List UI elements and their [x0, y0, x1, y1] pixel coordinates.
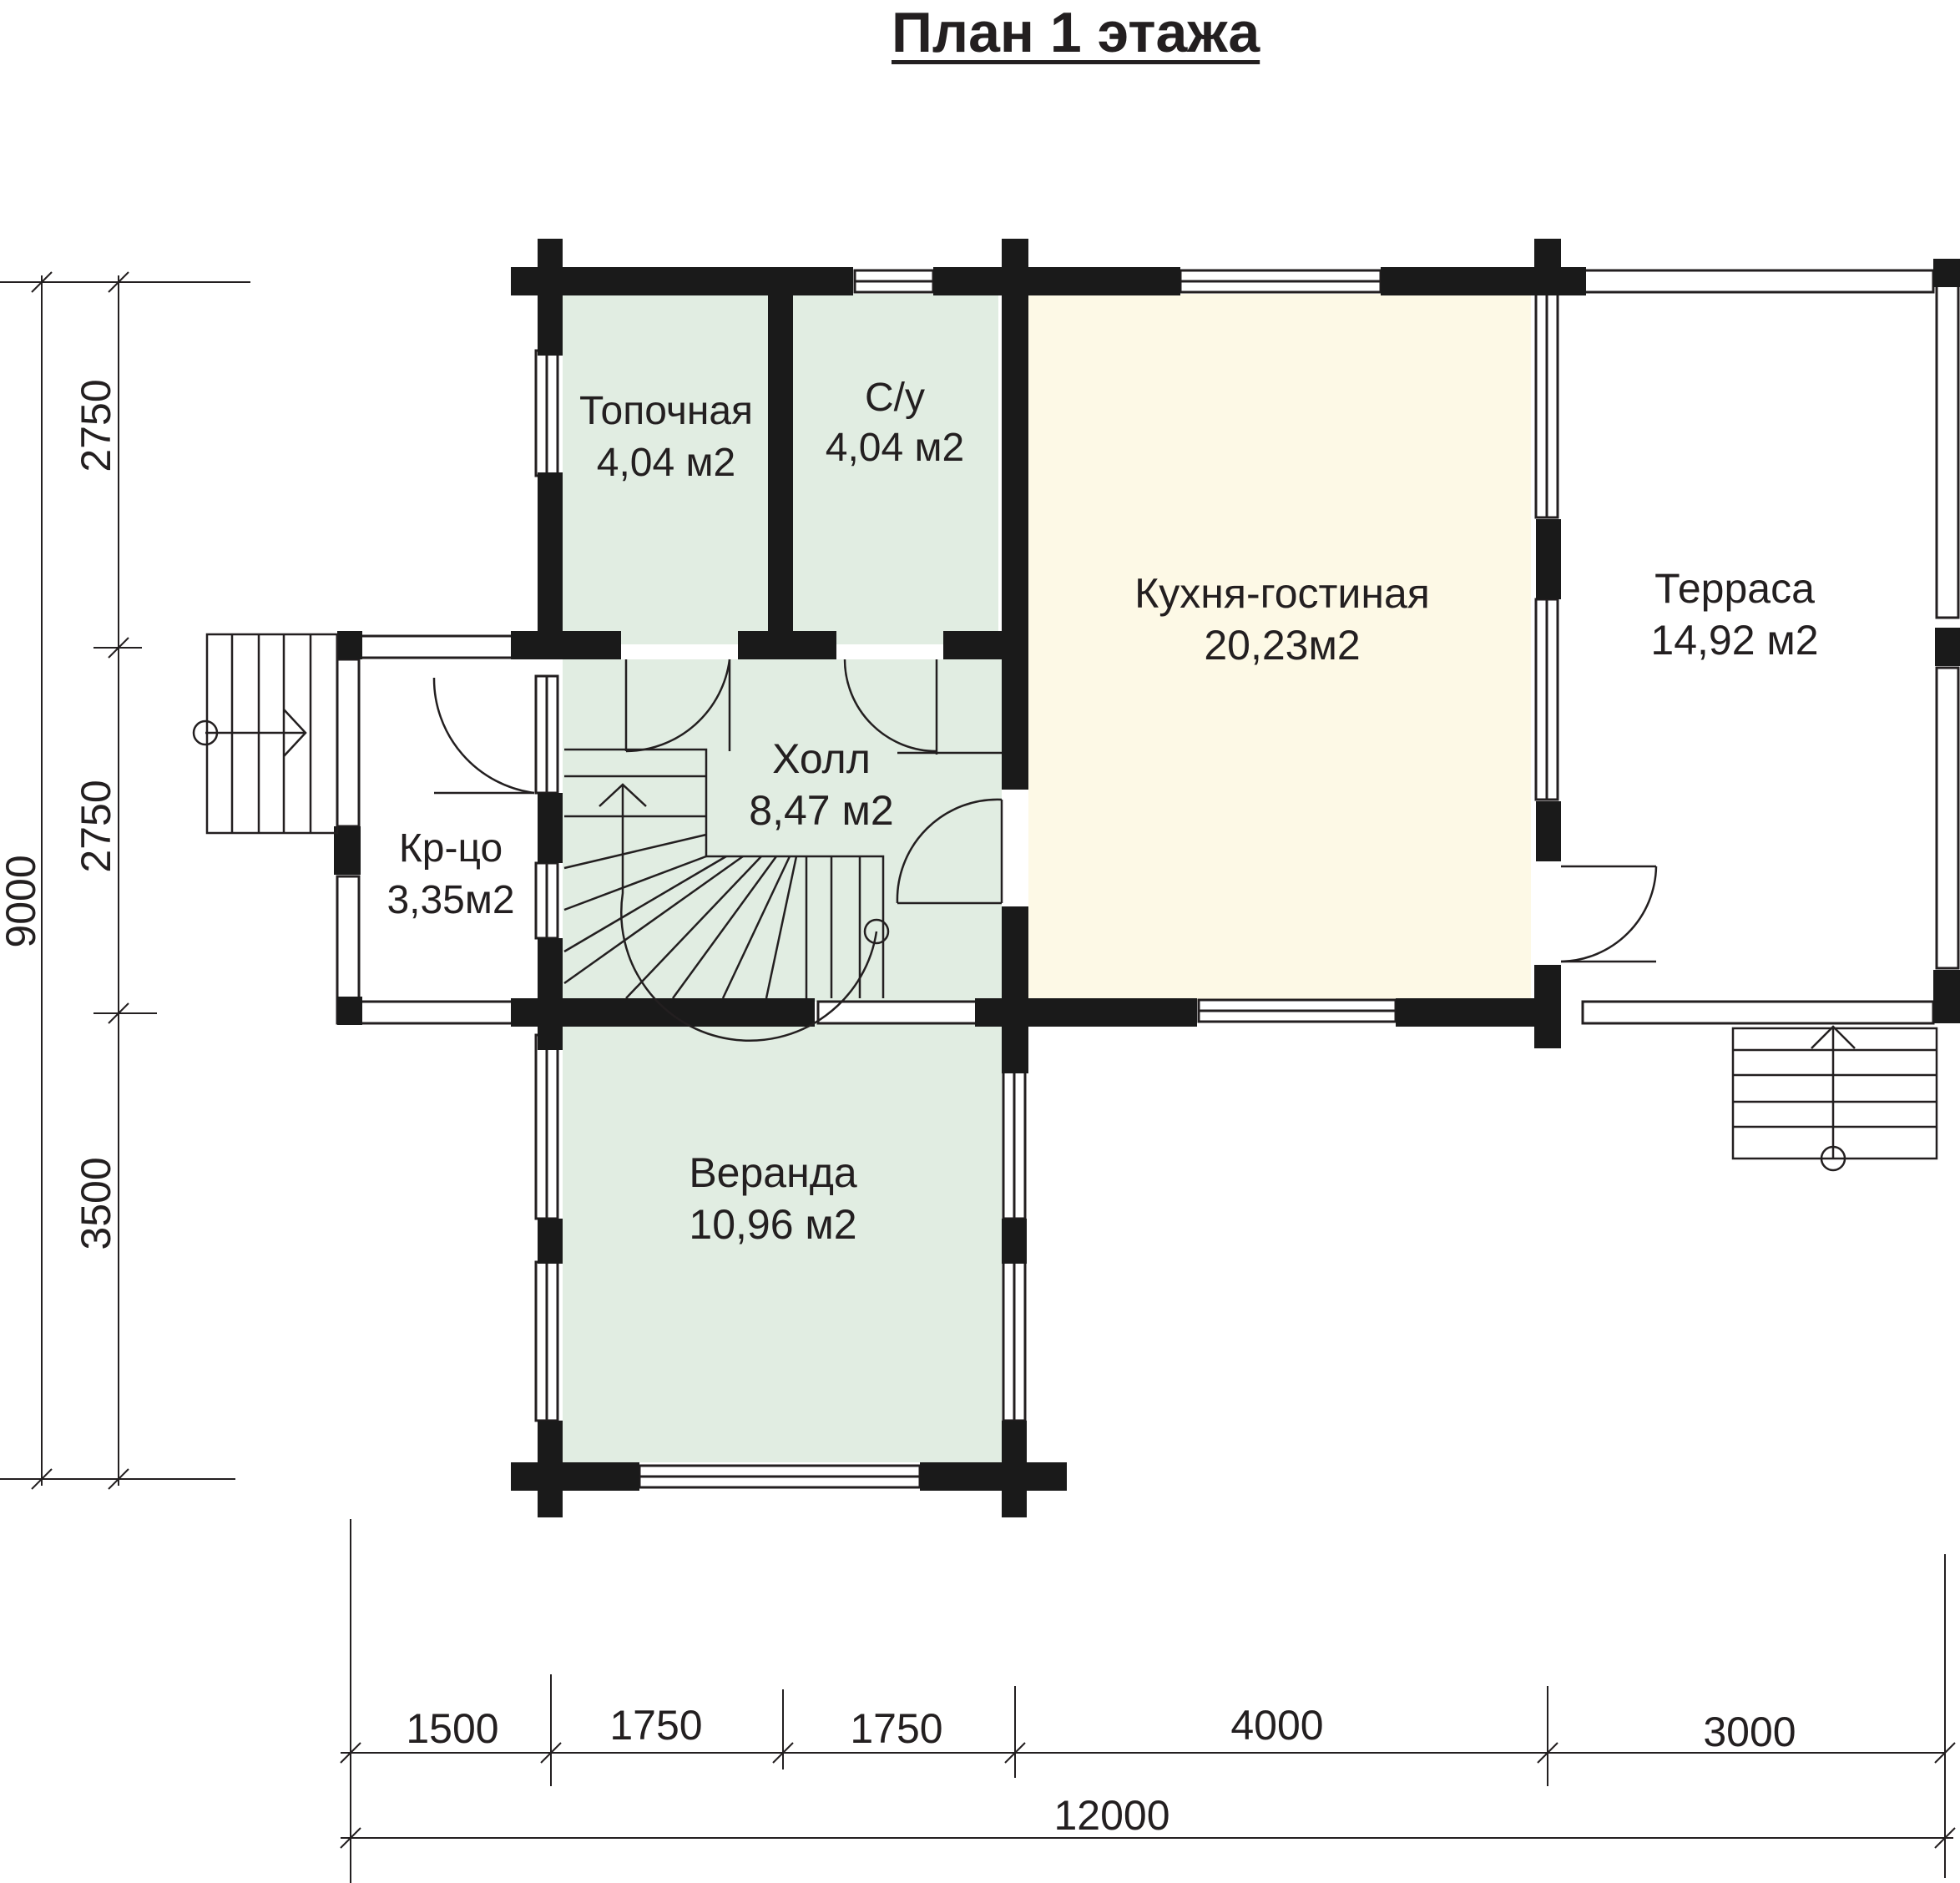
label-veranda-area: 10,96 м2 [689, 1201, 856, 1248]
dim-h-3: 1750 [850, 1705, 942, 1752]
dimension-labels: 1500 1750 1750 4000 3000 12000 2750 2750… [0, 379, 1796, 1839]
dim-v-total: 9000 [0, 855, 44, 947]
terrace-stairs [1731, 1025, 1938, 1172]
label-topochnaya-area: 4,04 м2 [597, 441, 735, 485]
porch-stairs [192, 633, 339, 835]
fill-topochnaya [563, 294, 771, 644]
dim-h-2: 1750 [609, 1702, 702, 1749]
label-kitchen-name: Кухня-гостиная [1134, 570, 1430, 617]
fill-hall [563, 659, 1002, 1002]
fill-su [793, 294, 998, 644]
plan-title: План 1 этажа [892, 1, 1260, 64]
label-veranda-name: Веранда [689, 1149, 857, 1196]
label-su-name: С/у [865, 376, 925, 420]
interior-stairs [563, 748, 890, 1042]
fill-veranda [563, 1023, 1002, 1462]
label-terrace-area: 14,92 м2 [1650, 617, 1818, 664]
label-su-area: 4,04 м2 [826, 426, 964, 470]
dim-v-1: 2750 [73, 379, 119, 472]
label-hall-name: Холл [772, 735, 871, 782]
dim-v-3: 3500 [73, 1157, 119, 1249]
dim-h-total: 12000 [1053, 1792, 1169, 1839]
walls [334, 239, 1960, 1517]
label-kitchen-area: 20,23м2 [1204, 622, 1360, 669]
windows [534, 269, 1559, 1489]
dim-h-5: 3000 [1703, 1709, 1796, 1755]
label-porch-name: Кр-цо [399, 826, 503, 871]
fill-kitchen [1028, 294, 1531, 1002]
label-porch-area: 3,35м2 [386, 878, 514, 922]
room-fills [563, 294, 1531, 1462]
label-topochnaya-name: Топочная [579, 389, 753, 433]
label-terrace-name: Терраса [1654, 565, 1815, 612]
dim-h-1: 1500 [406, 1705, 498, 1752]
dim-v-2: 2750 [73, 780, 119, 872]
dim-h-4: 4000 [1230, 1702, 1323, 1749]
label-hall-area: 8,47 м2 [749, 787, 893, 834]
room-labels: Топочная 4,04 м2 С/у 4,04 м2 Кухня-гости… [386, 376, 1818, 1248]
dimension-lines [0, 271, 1956, 1883]
